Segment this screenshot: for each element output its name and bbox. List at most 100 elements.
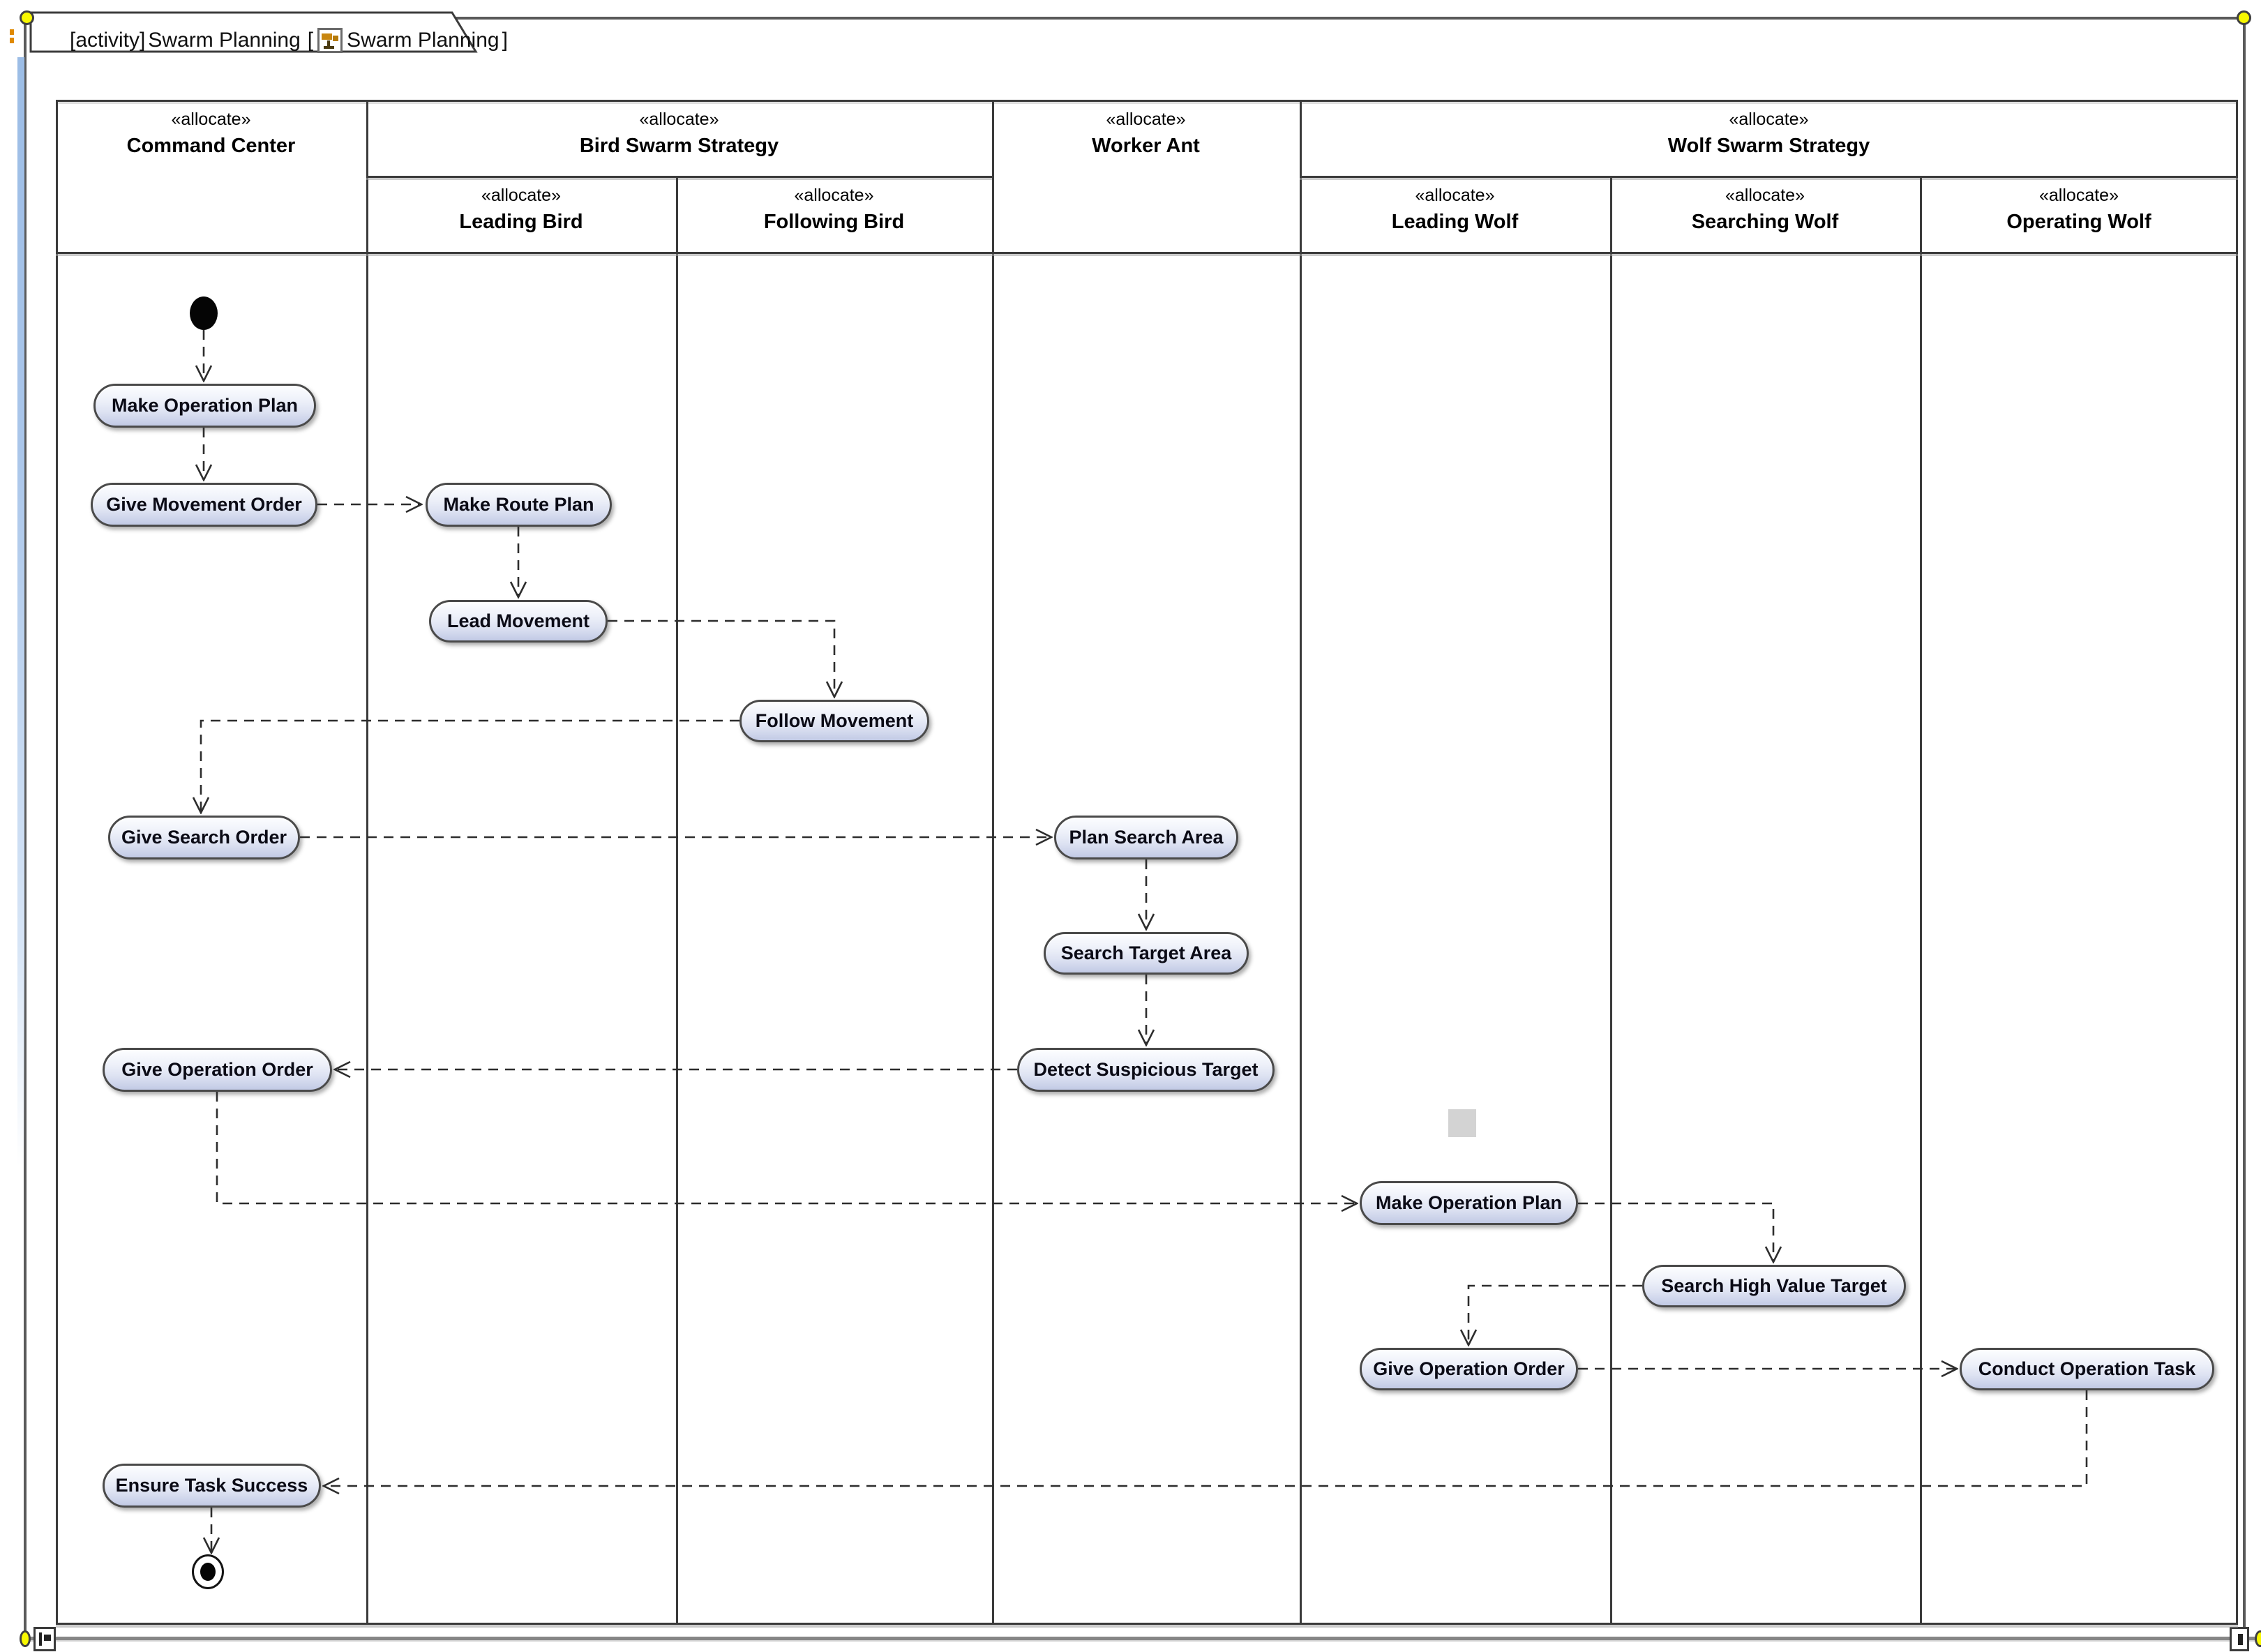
- lane-stereotype: «allocate»: [1106, 110, 1186, 129]
- selection-handle-top-left[interactable]: [20, 10, 34, 25]
- action-conduct-operation-task[interactable]: Conduct Operation Task: [1960, 1348, 2214, 1390]
- lane-divider-line: [1610, 176, 1612, 1625]
- lane-stereotype: «allocate»: [1415, 186, 1495, 205]
- lane-divider-line: [1920, 176, 1922, 1625]
- action-label: Give Operation Order: [121, 1059, 313, 1080]
- tab-label: [activity] Swarm Planning [ Swarm Planni…: [70, 28, 508, 53]
- lane-name: Following Bird: [763, 211, 905, 233]
- action-wolf-make-operation-plan[interactable]: Make Operation Plan: [1360, 1181, 1578, 1225]
- action-wolf-give-operation-order[interactable]: Give Operation Order: [1360, 1348, 1578, 1390]
- action-search-high-value-target[interactable]: Search High Value Target: [1642, 1265, 1906, 1307]
- action-label: Follow Movement: [755, 710, 914, 731]
- lane-header-leading-wolf[interactable]: «allocate» Leading Wolf: [1300, 176, 1610, 252]
- action-label: Make Operation Plan: [111, 395, 299, 416]
- anchor-icon-left[interactable]: [33, 1627, 56, 1651]
- action-label: Lead Movement: [446, 610, 590, 631]
- frame-top-border: [21, 17, 2246, 20]
- action-label: Make Route Plan: [443, 494, 594, 515]
- anchor-icon-right[interactable]: [2230, 1627, 2249, 1651]
- action-label: Detect Suspicious Target: [1033, 1059, 1259, 1080]
- lane-stereotype: «allocate»: [2039, 186, 2119, 205]
- flow-give-operation-order-to-wolf-make-operation-plan[interactable]: [216, 1092, 1357, 1203]
- action-label: Give Movement Order: [106, 494, 302, 515]
- lane-divider-line: [992, 100, 994, 1625]
- action-make-route-plan[interactable]: Make Route Plan: [426, 483, 612, 527]
- lane-stereotype: «allocate»: [639, 110, 719, 129]
- flow-search-high-value-target-to-wolf-give-operation-order[interactable]: [1468, 1284, 1642, 1345]
- action-label: Give Operation Order: [1373, 1358, 1565, 1379]
- anchor-glyph: [39, 1632, 42, 1646]
- lane-name: Worker Ant: [1092, 135, 1200, 157]
- lane-name: Wolf Swarm Strategy: [1667, 135, 1870, 157]
- lane-name: Operating Wolf: [2006, 211, 2151, 233]
- lane-header-bird-swarm-strategy[interactable]: «allocate» Bird Swarm Strategy: [366, 100, 992, 176]
- action-follow-movement[interactable]: Follow Movement: [739, 700, 929, 742]
- final-node[interactable]: [192, 1554, 224, 1589]
- lane-header-searching-wolf[interactable]: «allocate» Searching Wolf: [1610, 176, 1920, 252]
- diagram-title-tab[interactable]: [activity] Swarm Planning [ Swarm Planni…: [29, 11, 508, 54]
- frame-right-border: [2243, 17, 2246, 1641]
- lane-header-operating-wolf[interactable]: «allocate» Operating Wolf: [1920, 176, 2238, 252]
- action-make-operation-plan[interactable]: Make Operation Plan: [93, 384, 316, 428]
- marker-tick: [10, 29, 14, 35]
- action-give-operation-order[interactable]: Give Operation Order: [103, 1048, 332, 1092]
- activity-diagram-icon: [317, 28, 343, 53]
- lane-name: Bird Swarm Strategy: [579, 135, 779, 157]
- action-label: Conduct Operation Task: [1978, 1358, 2196, 1379]
- anchor-glyph: [2238, 1634, 2243, 1645]
- marker-tick: [10, 38, 14, 43]
- selection-handle-top-right[interactable]: [2237, 10, 2251, 25]
- lane-name: Command Center: [126, 135, 296, 157]
- lane-header-command-center[interactable]: «allocate» Command Center: [56, 100, 366, 252]
- tab-keyword: [activity]: [70, 29, 146, 52]
- lane-divider-line: [366, 100, 368, 1625]
- action-label: Ensure Task Success: [115, 1475, 308, 1496]
- tab-ref-name: Swarm Planning: [347, 29, 499, 52]
- action-give-search-order[interactable]: Give Search Order: [108, 816, 300, 859]
- lane-header-underline: [56, 252, 2238, 254]
- lane-header-following-bird[interactable]: «allocate» Following Bird: [676, 176, 992, 252]
- flow-lead-movement-to-follow-movement[interactable]: [608, 620, 834, 697]
- action-ensure-task-success[interactable]: Ensure Task Success: [103, 1464, 321, 1508]
- lane-stereotype: «allocate»: [1725, 186, 1805, 205]
- artifact-square[interactable]: [1448, 1109, 1476, 1137]
- lane-divider-line: [1300, 100, 1302, 1625]
- lane-stereotype: «allocate»: [481, 186, 561, 205]
- action-give-movement-order[interactable]: Give Movement Order: [91, 483, 317, 527]
- selection-handle-bottom-left[interactable]: [20, 1630, 31, 1647]
- lane-name: Searching Wolf: [1691, 211, 1839, 233]
- selection-strip: [17, 57, 24, 1166]
- flow-follow-movement-to-give-search-order[interactable]: [201, 719, 739, 813]
- frame-bottom-border: [24, 1637, 2257, 1640]
- lane-stereotype: «allocate»: [794, 186, 874, 205]
- anchor-glyph: [44, 1635, 51, 1641]
- action-lead-movement[interactable]: Lead Movement: [429, 600, 608, 643]
- final-node-core: [200, 1563, 216, 1581]
- lane-stereotype: «allocate»: [171, 110, 251, 129]
- action-label: Give Search Order: [121, 827, 287, 848]
- action-search-target-area[interactable]: Search Target Area: [1044, 932, 1249, 975]
- action-label: Search High Value Target: [1661, 1275, 1887, 1296]
- lane-stereotype: «allocate»: [1729, 110, 1809, 129]
- flow-wolf-make-operation-plan-to-search-high-value-target[interactable]: [1578, 1202, 1773, 1262]
- action-label: Search Target Area: [1060, 943, 1232, 963]
- tab-ref-close: ]: [502, 29, 508, 52]
- lane-header-wolf-swarm-strategy[interactable]: «allocate» Wolf Swarm Strategy: [1300, 100, 2238, 176]
- frame-left-border: [24, 17, 27, 1641]
- initial-node[interactable]: [190, 296, 218, 330]
- lane-divider-line: [676, 176, 678, 1625]
- lane-header-worker-ant[interactable]: «allocate» Worker Ant: [992, 100, 1300, 252]
- lane-header-underline: [1300, 176, 2238, 178]
- action-detect-suspicious-target[interactable]: Detect Suspicious Target: [1017, 1048, 1275, 1092]
- tab-diagram-name: Swarm Planning: [148, 29, 301, 52]
- lane-header-leading-bird[interactable]: «allocate» Leading Bird: [366, 176, 676, 252]
- action-label: Plan Search Area: [1069, 827, 1224, 848]
- action-plan-search-area[interactable]: Plan Search Area: [1054, 816, 1238, 859]
- tab-shape: [29, 11, 478, 53]
- lane-name: Leading Wolf: [1391, 211, 1519, 233]
- selection-handle-bottom-right[interactable]: [2255, 1630, 2261, 1647]
- lane-name: Leading Bird: [459, 211, 583, 233]
- action-label: Make Operation Plan: [1375, 1192, 1563, 1213]
